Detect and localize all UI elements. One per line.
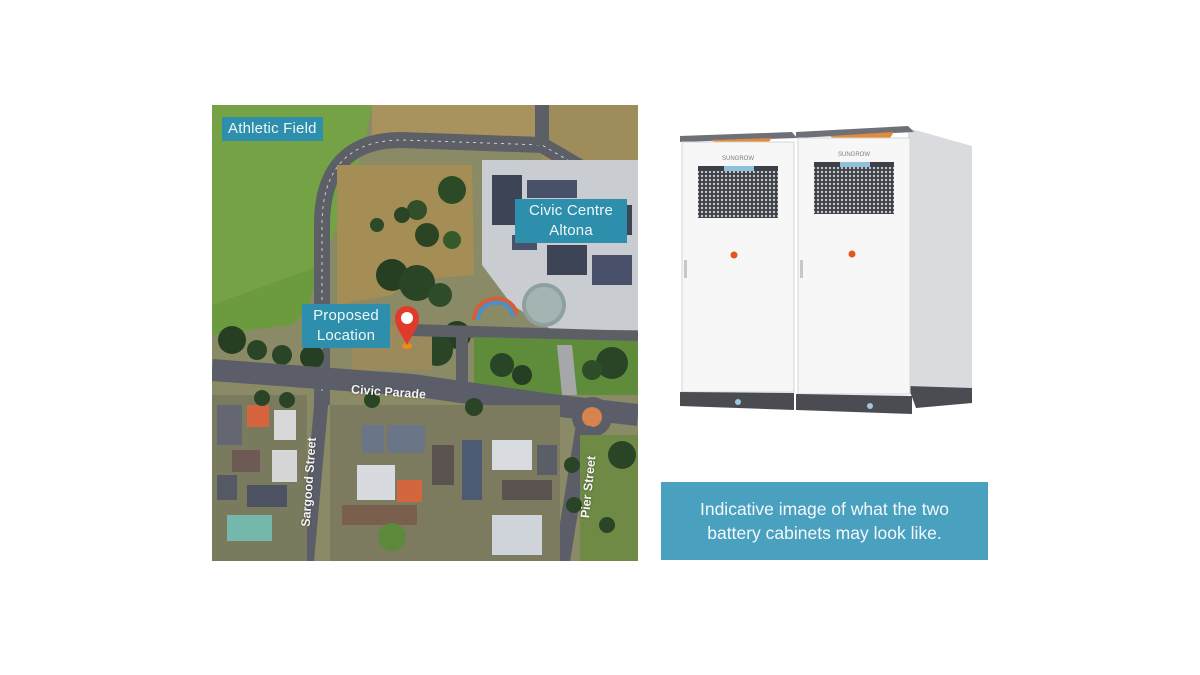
map-pin-icon (395, 306, 419, 349)
caption-box: Indicative image of what the two battery… (661, 482, 988, 560)
battery-cabinets-image: SUNGROW SUNGROW (680, 126, 972, 414)
athletic-field-label: Athletic Field (222, 117, 323, 141)
aerial-map-imagery (212, 105, 638, 561)
svg-text:SUNGROW: SUNGROW (722, 156, 754, 162)
battery-cabinet-right: SUNGROW (796, 126, 914, 414)
proposed-location-label: Proposed Location (302, 304, 390, 348)
caption-text: Indicative image of what the two battery… (699, 499, 950, 543)
proposed-location-label-line2: Location (316, 327, 376, 344)
svg-text:SUNGROW: SUNGROW (838, 152, 870, 158)
battery-cabinet-left: SUNGROW (680, 132, 797, 410)
civic-centre-label: Civic Centre Altona (515, 199, 627, 243)
civic-centre-label-line1: Civic Centre (528, 202, 614, 219)
civic-centre-label-line2: Altona (549, 222, 593, 239)
aerial-map: Athletic Field Civic Centre Altona Propo… (212, 105, 638, 561)
proposed-location-label-line1: Proposed (313, 307, 379, 324)
